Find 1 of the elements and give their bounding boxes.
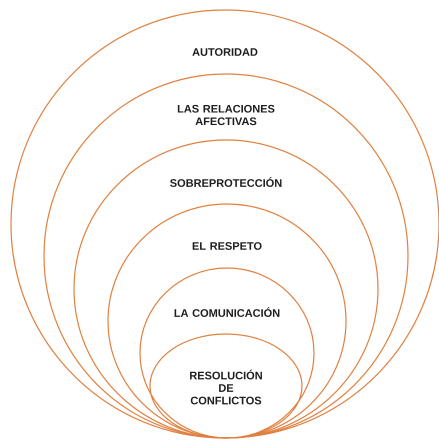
ring: RESOLUCIÓN DE CONFLICTOS bbox=[149, 333, 303, 439]
